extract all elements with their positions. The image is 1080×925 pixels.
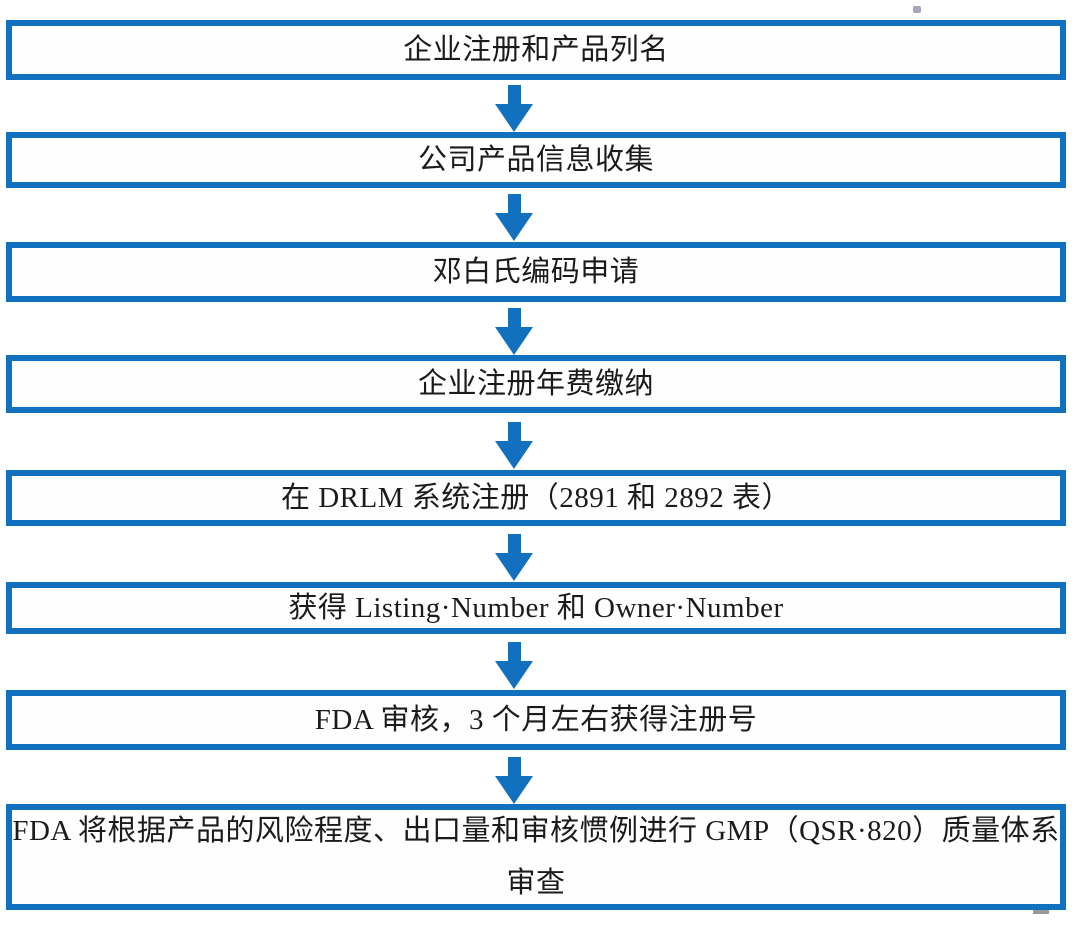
- flow-step-label: 企业注册年费缴纳: [417, 368, 654, 400]
- down-arrow-head: [495, 661, 533, 689]
- stray-mark-bottom: [1033, 910, 1049, 914]
- down-arrow-icon: [495, 308, 533, 355]
- flow-step-label: 获得 Listing·Number 和 Owner·Number: [288, 592, 784, 624]
- flow-step-duns-application: 邓白氏编码申请: [6, 242, 1066, 302]
- down-arrow-stem: [507, 85, 521, 104]
- down-arrow-stem: [507, 308, 521, 327]
- down-arrow-stem: [507, 534, 521, 553]
- flow-step-company-registration: 企业注册和产品列名: [6, 20, 1066, 80]
- flow-step-label: 公司产品信息收集: [417, 144, 654, 176]
- down-arrow-icon: [495, 422, 533, 469]
- down-arrow-icon: [495, 642, 533, 689]
- stray-mark-top: [913, 6, 921, 13]
- down-arrow-icon: [495, 85, 533, 132]
- down-arrow-head: [495, 553, 533, 581]
- flow-step-label: FDA 将根据产品的风险程度、出口量和审核惯例进行 GMP（QSR·820）质量…: [12, 815, 1060, 899]
- flow-step-obtain-numbers: 获得 Listing·Number 和 Owner·Number: [6, 582, 1066, 634]
- down-arrow-head: [495, 213, 533, 241]
- down-arrow-head: [495, 776, 533, 804]
- flow-step-drlm-registration: 在 DRLM 系统注册（2891 和 2892 表）: [6, 470, 1066, 526]
- down-arrow-head: [495, 327, 533, 355]
- flow-step-fda-review: FDA 审核，3 个月左右获得注册号: [6, 690, 1066, 750]
- down-arrow-icon: [495, 757, 533, 804]
- flow-step-annual-fee: 企业注册年费缴纳: [6, 355, 1066, 413]
- flow-step-label: 企业注册和产品列名: [403, 34, 669, 66]
- down-arrow-icon: [495, 534, 533, 581]
- down-arrow-stem: [507, 757, 521, 776]
- down-arrow-head: [495, 104, 533, 132]
- flow-step-gmp-audit: FDA 将根据产品的风险程度、出口量和审核惯例进行 GMP（QSR·820）质量…: [6, 804, 1066, 910]
- down-arrow-stem: [507, 422, 521, 441]
- down-arrow-stem: [507, 194, 521, 213]
- flow-step-label: 邓白氏编码申请: [432, 256, 640, 288]
- flow-step-label: FDA 审核，3 个月左右获得注册号: [314, 704, 758, 736]
- down-arrow-head: [495, 441, 533, 469]
- flow-step-product-info-collection: 公司产品信息收集: [6, 132, 1066, 188]
- down-arrow-icon: [495, 194, 533, 241]
- down-arrow-stem: [507, 642, 521, 661]
- flow-step-label: 在 DRLM 系统注册（2891 和 2892 表）: [280, 482, 792, 514]
